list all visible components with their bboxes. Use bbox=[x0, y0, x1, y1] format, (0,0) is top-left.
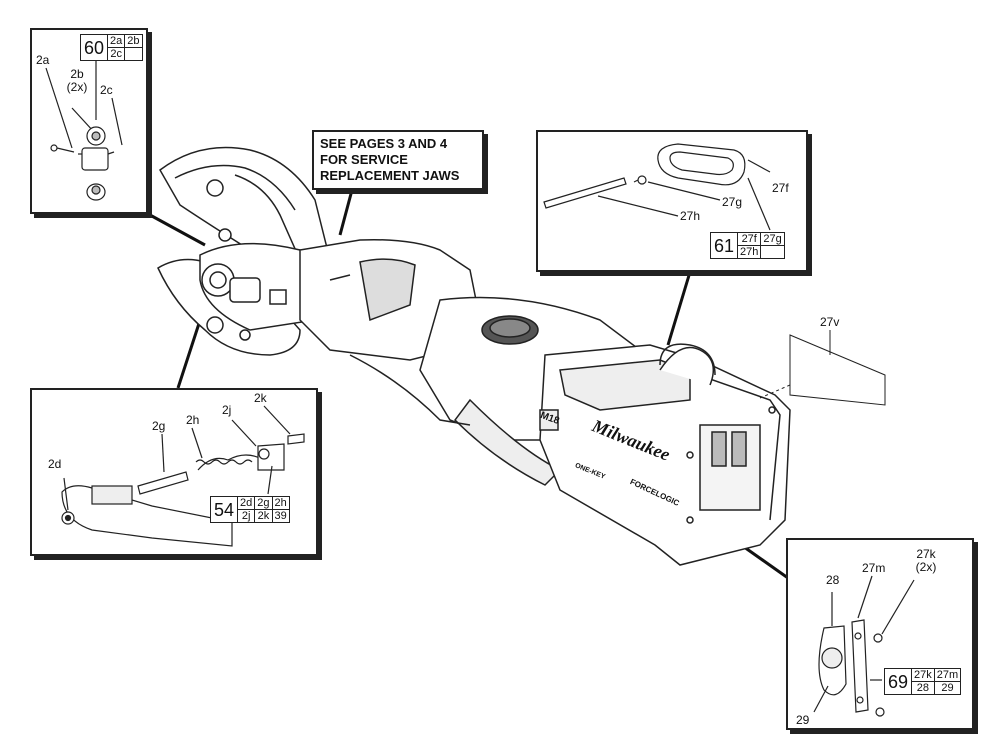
kit-cell: 2c bbox=[107, 47, 126, 61]
kit-cell bbox=[124, 47, 143, 61]
kit-cell: 2a bbox=[107, 34, 126, 48]
kit-cell: 27m bbox=[933, 668, 962, 682]
jaw-pivot bbox=[199, 242, 321, 331]
label-27h: 27h bbox=[680, 209, 701, 223]
label-2d: 2d bbox=[48, 457, 62, 471]
kit-table-54: 54 2d 2g 2h 2j 2k 39 bbox=[209, 496, 290, 523]
kit-cell: 27g bbox=[760, 232, 785, 246]
panel-left-drawing bbox=[61, 405, 305, 547]
label-2h: 2h bbox=[186, 413, 200, 427]
panel-left: 2d 2g 2h 2j 2k 54 2d 2g 2h 2j 2k 39 bbox=[30, 388, 318, 556]
tool-grip bbox=[539, 344, 791, 566]
kit-cell: 2h bbox=[271, 496, 290, 510]
kit-cell: 2j bbox=[237, 509, 256, 523]
kit-cell: 27h bbox=[737, 245, 762, 259]
label-27k-qty: (2x) bbox=[915, 560, 937, 574]
tool-hanger-loop bbox=[659, 343, 716, 376]
kit-number: 60 bbox=[79, 34, 109, 61]
note-line-3: REPLACEMENT JAWS bbox=[320, 168, 460, 183]
note-line-2: FOR SERVICE bbox=[320, 152, 408, 167]
label-2b-qty: (2x) bbox=[66, 80, 88, 94]
panel-top-left-drawing bbox=[45, 60, 123, 201]
label-2g: 2g bbox=[152, 419, 166, 433]
kit-cell: 2g bbox=[254, 496, 273, 510]
label-27k-text: 27k bbox=[916, 547, 936, 561]
panel-top-left: 60 2a 2b 2c 2a 2b (2x) 2c bbox=[30, 28, 148, 214]
battery-cover-27v bbox=[789, 334, 886, 406]
panel-bottom-right-drawing bbox=[813, 575, 915, 717]
kit-cell: 2d bbox=[237, 496, 256, 510]
label-27m: 27m bbox=[862, 561, 886, 575]
kit-cell bbox=[760, 245, 785, 259]
label-2a: 2a bbox=[36, 53, 50, 67]
kit-cell: 27f bbox=[737, 232, 762, 246]
kit-table-69: 69 27k 27m 28 29 bbox=[883, 668, 962, 695]
kit-table-61: 61 27f 27g 27h bbox=[709, 232, 785, 259]
label-2c: 2c bbox=[100, 83, 113, 97]
label-27f: 27f bbox=[772, 181, 789, 195]
upper-jaw bbox=[159, 146, 331, 276]
kit-cell: 28 bbox=[911, 681, 935, 695]
panel-top-right-drawing bbox=[543, 143, 771, 231]
label-2b: 2b (2x) bbox=[62, 68, 92, 94]
kit-cell: 2b bbox=[124, 34, 143, 48]
panel-top-right: 27f 27g 27h 61 27f 27g 27h bbox=[536, 130, 808, 272]
kit-cell: 2k bbox=[254, 509, 273, 523]
kit-number: 61 bbox=[709, 232, 739, 259]
kit-cell: 27k bbox=[911, 668, 935, 682]
kit-cell: 29 bbox=[933, 681, 962, 695]
kit-number: 69 bbox=[883, 668, 913, 695]
label-2j: 2j bbox=[222, 403, 232, 417]
kit-table-60: 60 2a 2b 2c bbox=[79, 34, 143, 61]
label-27v: 27v bbox=[820, 315, 840, 329]
label-2b-text: 2b bbox=[70, 67, 84, 81]
label-27g: 27g bbox=[722, 195, 743, 209]
label-27k: 27k (2x) bbox=[908, 548, 944, 574]
note-line-1: SEE PAGES 3 AND 4 bbox=[320, 136, 448, 151]
label-2k: 2k bbox=[254, 391, 267, 405]
kit-cell: 39 bbox=[271, 509, 290, 523]
panel-bottom-right: 28 27m 27k (2x) 29 69 27k 27m 28 29 bbox=[786, 538, 974, 730]
label-28: 28 bbox=[826, 573, 840, 587]
service-jaws-note: SEE PAGES 3 AND 4 FOR SERVICE REPLACEMEN… bbox=[312, 130, 484, 190]
label-29: 29 bbox=[796, 713, 810, 727]
kit-number: 54 bbox=[209, 496, 239, 523]
